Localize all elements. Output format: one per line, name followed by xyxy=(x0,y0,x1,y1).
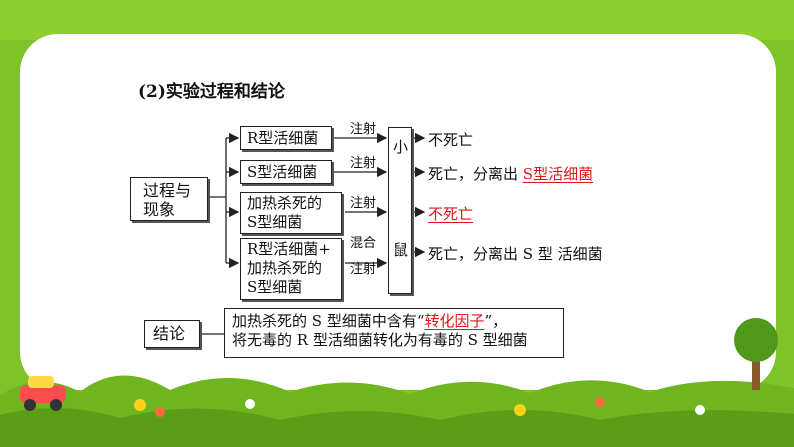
result-4-text: 死亡，分离出 S 型 活细菌 xyxy=(428,245,603,263)
conclusion-line-1-pre: 加热杀死的 S 型细菌中含有“ xyxy=(232,312,425,330)
condition-2-line-1: S型活细菌 xyxy=(247,163,318,181)
mouse-label-top: 小 xyxy=(393,138,409,156)
condition-1-line-1: R型活细菌 xyxy=(247,129,319,147)
car-icon xyxy=(20,376,66,411)
conclusion-box: 加热杀死的 S 型细菌中含有“转化因子”， 将无毒的 R 型活细菌转化为有毒的 … xyxy=(224,308,564,358)
flower-icon xyxy=(134,399,146,411)
condition-box-r-live: R型活细菌 xyxy=(240,126,332,150)
conclusion-line-1-post: ”， xyxy=(484,312,508,330)
condition-box-s-live: S型活细菌 xyxy=(240,160,332,184)
conclusion-line-2: 将无毒的 R 型活细菌转化为有毒的 S 型细菌 xyxy=(232,331,528,349)
action-label-4: 混合 xyxy=(350,236,377,251)
condition-3-line-2: S型细菌 xyxy=(247,213,303,231)
section-heading: (2)实验过程和结论 xyxy=(138,82,285,102)
result-2-text: 死亡，分离出 xyxy=(428,165,519,183)
conclusion-label: 结论 xyxy=(153,324,186,343)
result-3: 不死亡 xyxy=(428,203,473,224)
process-label-line-2: 现象 xyxy=(143,200,176,219)
process-label-line-1: 过程与 xyxy=(143,181,192,200)
result-2: 死亡，分离出 S型活细菌 xyxy=(428,163,593,184)
transforming-factor-highlight: 转化因子 xyxy=(424,312,485,330)
result-3-highlight: 不死亡 xyxy=(428,205,474,223)
mouse-box: 小 鼠 xyxy=(388,127,412,294)
condition-4-line-2: 加热杀死的 xyxy=(247,259,323,277)
condition-4-line-3: S型细菌 xyxy=(247,278,303,296)
action-label-3: 注射 xyxy=(350,196,377,211)
conclusion-label-box: 结论 xyxy=(144,320,200,348)
result-4: 死亡，分离出 S 型 活细菌 xyxy=(428,243,603,264)
tree-icon xyxy=(734,318,778,390)
condition-4-line-1: R型活细菌+ xyxy=(247,240,331,258)
result-1: 不死亡 xyxy=(428,129,473,150)
action-label-4b: 注射 xyxy=(350,262,377,277)
action-label-1: 注射 xyxy=(350,122,377,137)
condition-box-heat-killed-s: 加热杀死的 S型细菌 xyxy=(240,192,342,234)
result-1-text: 不死亡 xyxy=(428,131,474,149)
conclusion-line-1: 加热杀死的 S 型细菌中含有“转化因子”， xyxy=(232,312,563,331)
action-label-2: 注射 xyxy=(350,156,377,171)
condition-3-line-1: 加热杀死的 xyxy=(247,194,323,212)
process-label-box: 过程与 现象 xyxy=(130,177,208,221)
result-2-highlight: S型活细菌 xyxy=(522,165,594,183)
mouse-label-bottom: 鼠 xyxy=(393,241,409,259)
condition-box-mixed: R型活细菌+ 加热杀死的 S型细菌 xyxy=(240,238,342,300)
